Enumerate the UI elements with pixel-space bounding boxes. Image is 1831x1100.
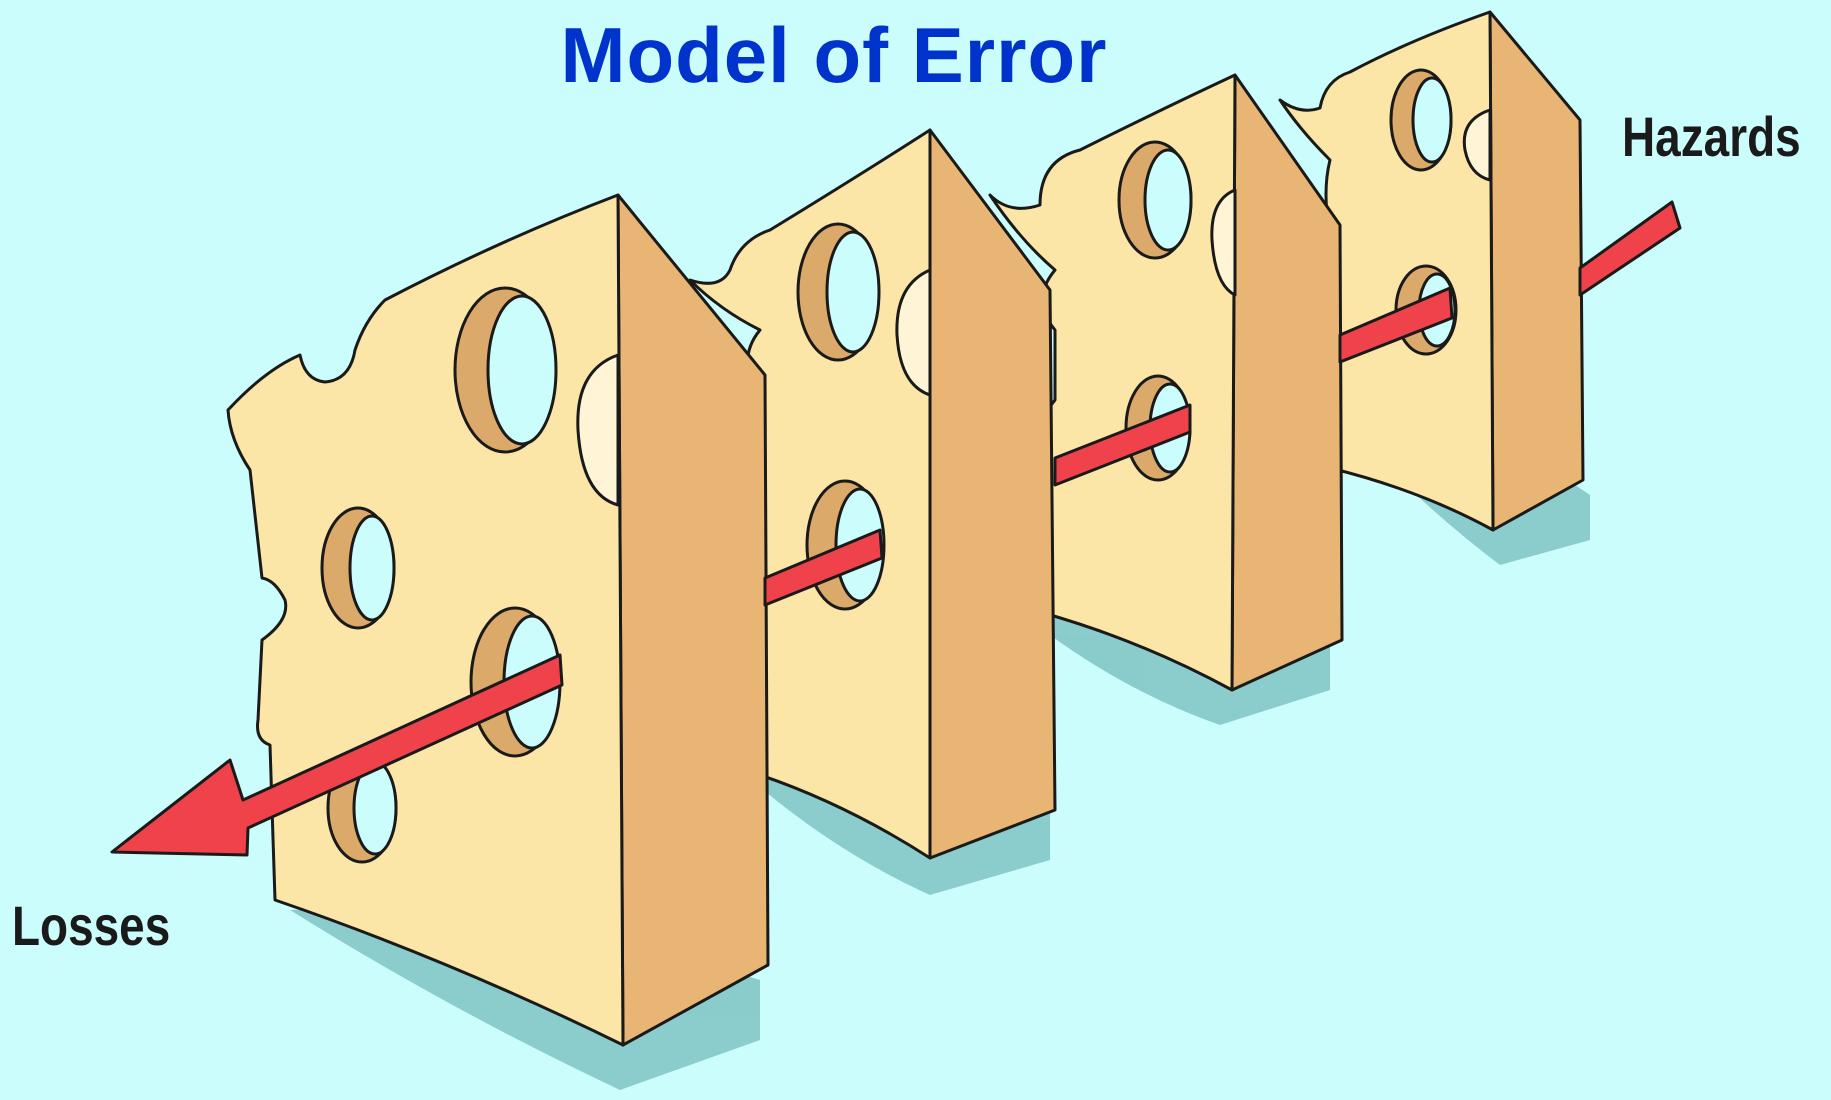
slice-2-edge-notch: [895, 268, 932, 397]
slice-3-side: [1230, 73, 1344, 692]
slice-1-hole-left-inner: [348, 514, 396, 622]
arrow-segment-exit: [110, 653, 564, 857]
slice-4-side: [1488, 10, 1585, 532]
hazards-label: Hazards: [1622, 105, 1801, 168]
arrow-segment-entry: [1578, 200, 1682, 297]
cheese-slice-1: [226, 193, 770, 1047]
arrow-segment-4-3: [1338, 286, 1454, 364]
losses-label: Losses: [12, 894, 171, 957]
slice-3-hole-top-inner: [1143, 148, 1193, 252]
diagram-title: Model of Error: [560, 11, 1108, 99]
hazard-trajectory-arrow: [110, 200, 1682, 857]
slice-1-face: [226, 193, 625, 1047]
cheese-slice-2: [688, 128, 1057, 860]
arrow-segment-2-1: [763, 528, 884, 607]
slice-4-edge-notch: [1462, 108, 1492, 182]
slice-2-hole-top-inner: [825, 230, 881, 354]
slice-4-hole-top-inner: [1411, 76, 1453, 164]
slice-3-edge-notch: [1210, 188, 1237, 297]
slice-1-edge-notch: [576, 353, 620, 507]
slice-1-hole-top-inner: [486, 294, 558, 446]
arrow-segment-3-2: [1053, 403, 1192, 487]
